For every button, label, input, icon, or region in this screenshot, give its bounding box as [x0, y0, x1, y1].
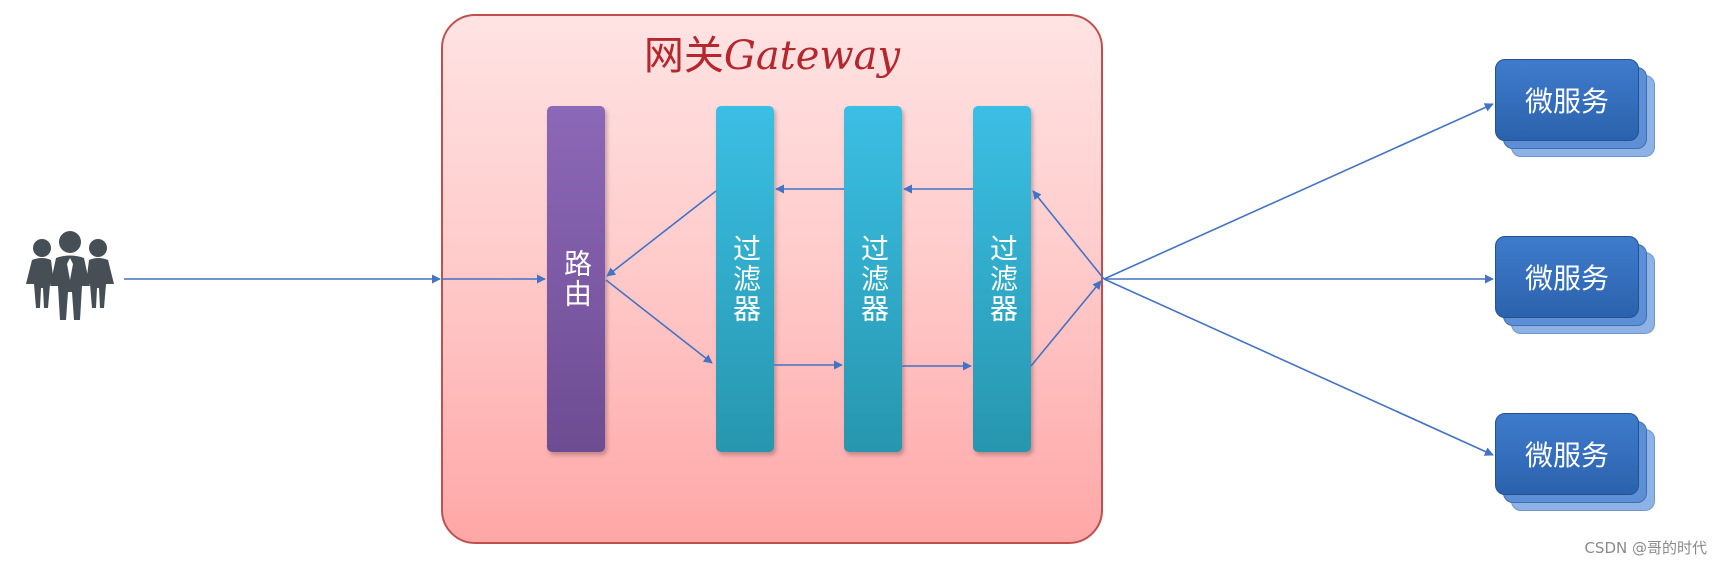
arrow-edge-to-filter3: [1032, 190, 1105, 280]
filter-pillar-2: 过滤器: [844, 106, 902, 452]
microservice-label: 微服务: [1495, 236, 1639, 318]
filter-pillar-1: 过滤器: [716, 106, 774, 452]
microservice-node: 微服务: [1495, 59, 1655, 157]
router-pillar: 路由: [547, 106, 605, 452]
filter-pillar-3: 过滤器: [973, 106, 1031, 452]
gateway-title: 网关Gateway: [441, 28, 1103, 84]
microservice-label: 微服务: [1495, 413, 1639, 495]
watermark: CSDN @哥的时代: [1584, 539, 1707, 557]
arrow-filter3-to-edge: [1030, 280, 1102, 367]
gateway-title-en: Gateway: [723, 33, 901, 79]
router-label: 路由: [560, 249, 593, 309]
filter-label: 过滤器: [729, 234, 762, 324]
microservice-node: 微服务: [1495, 413, 1655, 511]
microservice-node: 微服务: [1495, 236, 1655, 334]
arrow-gateway-to-service-3: [1103, 278, 1494, 456]
gateway-title-cn: 网关: [643, 33, 724, 79]
microservice-label: 微服务: [1495, 59, 1639, 141]
arrow-router-to-filter: [605, 279, 713, 364]
arrow-filter-to-router: [606, 190, 717, 277]
arrow-gateway-to-service-1: [1103, 103, 1494, 280]
filter-label: 过滤器: [986, 234, 1019, 324]
users-icon: [26, 231, 114, 320]
filter-label: 过滤器: [857, 234, 890, 324]
